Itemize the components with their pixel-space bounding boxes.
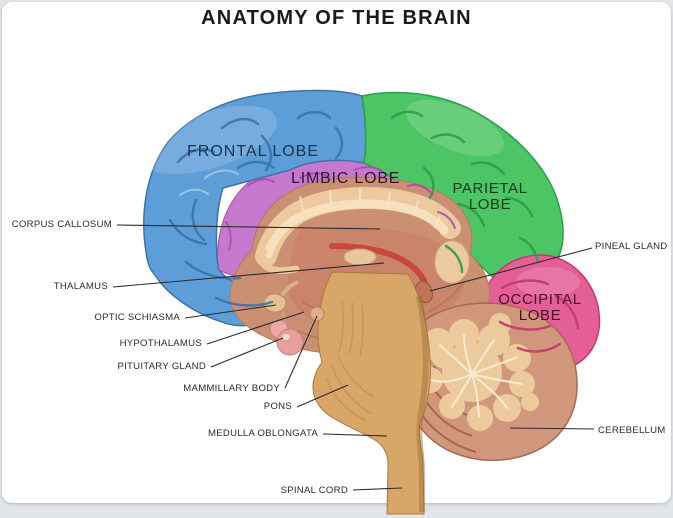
leader-pineal-gland [429, 247, 593, 292]
label-occipital-lobe: OCCIPITAL LOBE [498, 291, 582, 324]
label-medulla-oblongata: MEDULLA OBLONGATA [208, 428, 318, 439]
label-pituitary-gland: PITUITARY GLAND [117, 361, 206, 372]
leader-lines [112, 224, 595, 491]
leader-pons [296, 384, 349, 408]
frontal-sheen [142, 105, 278, 175]
optic-tract [280, 280, 299, 297]
leader-optic-schiasma [184, 304, 277, 319]
label-pons: PONS [263, 401, 292, 412]
label-mammillary-body: MAMMILLARY BODY [183, 383, 280, 394]
pons-striations [325, 299, 375, 422]
label-cerebellum: CEREBELLUM [598, 425, 666, 436]
pituitary-gland-shape [276, 328, 304, 356]
label-limbic-lobe: LIMBIC LOBE [291, 170, 401, 187]
frontal-gyri [168, 110, 344, 307]
label-thalamus: THALAMUS [53, 281, 108, 292]
leader-spinal-cord [352, 487, 403, 491]
arbor-vitae-branches [430, 334, 523, 418]
leader-hypothalamus [206, 311, 305, 345]
leader-medulla-oblongata [322, 433, 388, 437]
leader-cerebellum [509, 427, 595, 430]
parietal-gyri [390, 110, 540, 274]
leader-thalamus [112, 262, 385, 288]
brainstem-shadow [416, 295, 429, 512]
occipital-sheen [516, 267, 580, 297]
label-optic-schiasma: OPTIC SCHIASMA [94, 312, 180, 323]
mammillary-body-shape [309, 306, 325, 322]
label-spinal-cord: SPINAL CORD [280, 485, 348, 496]
corpus-callosum-highlight [263, 199, 449, 259]
label-pineal-gland: PINEAL GLAND [595, 241, 668, 252]
label-corpus-callosum: CORPUS CALLOSUM [11, 219, 112, 230]
label-hypothalamus: HYPOTHALAMUS [119, 338, 202, 349]
limbic-gyri [225, 166, 456, 251]
inner-fold [427, 281, 465, 313]
pituitary-highlight [282, 334, 290, 340]
corpus-callosum-striations [299, 189, 441, 229]
page-title: ANATOMY OF THE BRAIN [201, 7, 472, 29]
leader-pituitary-gland [210, 337, 284, 368]
interthalamic-oval [343, 248, 377, 266]
frontal-gyri-highlights [179, 169, 239, 196]
leader-corpus-callosum [116, 224, 381, 230]
leader-mammillary-body [284, 315, 318, 389]
occipital-gyri [498, 279, 580, 353]
label-frontal-lobe: FRONTAL LOBE [187, 143, 320, 160]
parietal-sheen [406, 99, 504, 157]
genu-tail [259, 248, 300, 274]
label-parietal-lobe: PARIETAL LOBE [452, 180, 528, 213]
splenium-shape [434, 240, 470, 284]
